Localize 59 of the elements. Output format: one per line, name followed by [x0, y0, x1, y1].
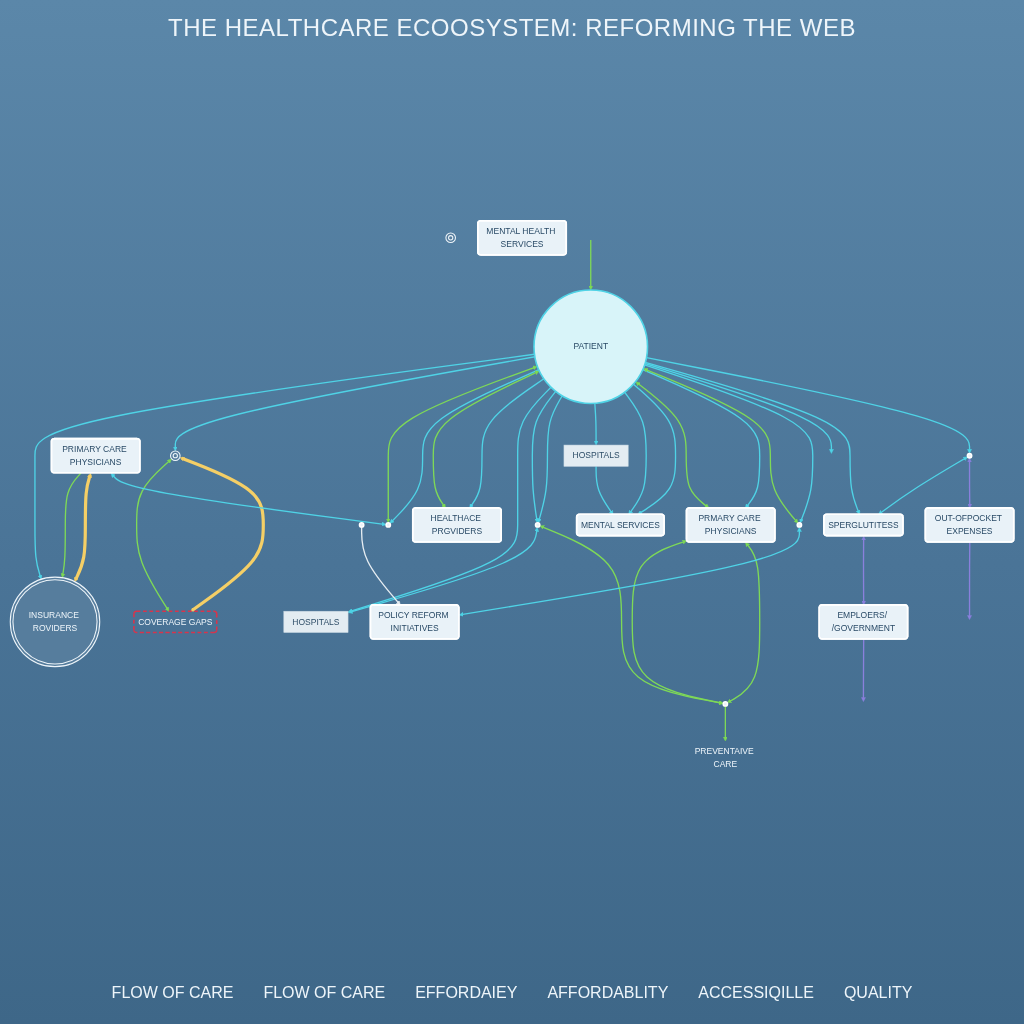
arrow: [861, 638, 866, 702]
node-label: PREVENTAIVE CARE: [694, 747, 754, 769]
arrow: [644, 362, 834, 454]
arrow: [595, 465, 614, 515]
double-circle-node: [445, 232, 456, 244]
rounded-box: MENTAL SERVICES: [575, 513, 665, 537]
arrow: [458, 527, 802, 617]
annotation-label: ACCESSIQILLE: [698, 984, 814, 1002]
arrow: [635, 381, 710, 509]
rounded-box: PRIMARY CARE PHYSICIANS: [50, 437, 141, 474]
arrow: [531, 390, 557, 524]
arrow: [632, 383, 677, 515]
arrow: [967, 457, 973, 509]
circle-node: [796, 522, 803, 528]
circle-node: [722, 700, 729, 707]
arrow: [878, 456, 968, 515]
circle-node: [358, 522, 365, 528]
arrow: [537, 395, 563, 524]
arrow: [644, 361, 861, 515]
arrow: [861, 535, 866, 606]
circle-node: [966, 452, 973, 459]
rounded-box: PRMARY CARE PHYSICIANS: [685, 507, 776, 543]
double-circle-node: INSURANCE ROVIDERS: [9, 576, 101, 668]
rounded-box: OUT-OFPOCKET EXPENSES: [924, 507, 1015, 543]
process-box: HOSPITALS: [563, 444, 629, 467]
arrow: [74, 473, 92, 582]
arrow: [179, 456, 265, 612]
arrow: [624, 391, 647, 515]
rounded-box: SPERGLUTITESS: [823, 513, 904, 537]
arrow: [136, 458, 172, 612]
annotation-label: QUALITY: [843, 984, 913, 1002]
rounded-box: MENTAL HEALTH SERVICES: [477, 219, 568, 256]
arrow: [360, 526, 401, 606]
arrow: [110, 472, 387, 527]
annotation-label: AFFORDABLITY: [547, 984, 669, 1002]
circle-node: [534, 522, 541, 528]
arrow: [593, 402, 599, 446]
center-circle-node: PATIENT: [533, 289, 649, 405]
dashed-outline-box: COVERAGE GAPS: [133, 610, 218, 634]
arrow: [727, 542, 761, 704]
process-box: HOSPITALS: [283, 610, 349, 633]
arrow: [432, 370, 540, 509]
circle-node: [385, 522, 392, 528]
arrow: [60, 472, 82, 578]
annotation-label: EFFORDAIEY: [415, 984, 518, 1002]
arrow: [588, 239, 594, 291]
arrow: [347, 527, 539, 614]
rounded-box: POLICY REFORM INITIATIVES: [369, 604, 460, 640]
rounded-box: HEALTHACE PRGVIDERS: [411, 507, 502, 543]
double-circle-node: [169, 450, 181, 462]
arrow: [539, 525, 724, 705]
rounded-box: EMPLOERS/ /GOVERNMENT: [818, 604, 909, 640]
annotation-label: FLOW OF CARE: [263, 984, 386, 1002]
diagram-title: THE HEALTHCARE ECOOSYSTEM: REFORMING THE WEB: [168, 14, 856, 42]
annotation-label: FLOW OF CARE: [111, 984, 234, 1002]
arrow: [723, 705, 728, 742]
arrow: [469, 378, 545, 509]
arrow: [967, 541, 972, 620]
arrow: [642, 368, 761, 509]
